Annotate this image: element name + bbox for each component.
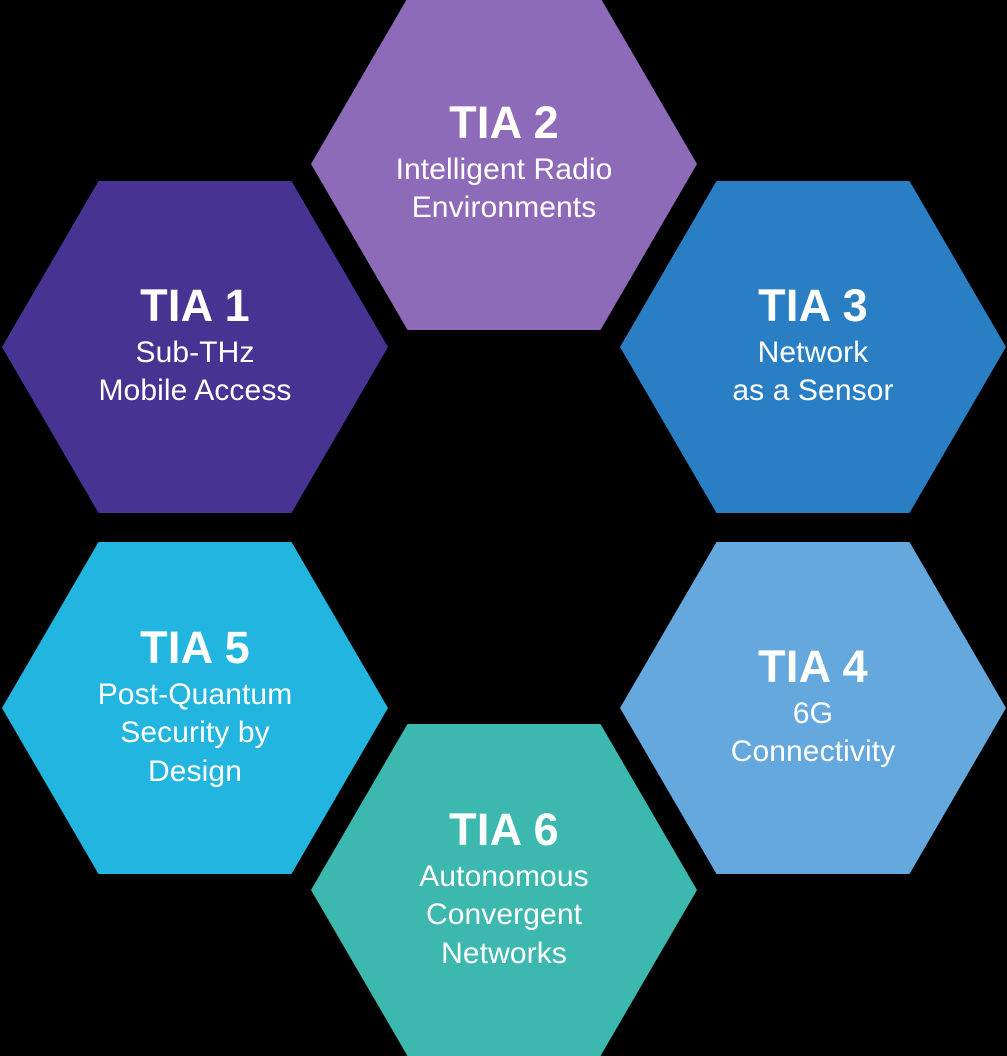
hexagon-tia5-title: TIA 5 — [140, 622, 250, 674]
hexagon-tia2-title: TIA 2 — [449, 97, 559, 149]
hexagon-tia6-title: TIA 6 — [449, 804, 559, 856]
hexagon-tia1-title: TIA 1 — [140, 280, 250, 332]
hexagon-tia4-title: TIA 4 — [758, 641, 868, 693]
hexagon-tia3-title: TIA 3 — [758, 280, 868, 332]
